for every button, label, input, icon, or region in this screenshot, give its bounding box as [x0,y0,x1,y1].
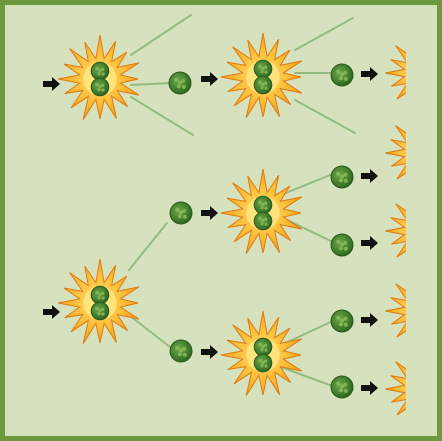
nucleus-icon [415,72,431,88]
arrow-icon [361,67,378,81]
nucleus-icon [415,58,431,74]
nucleus-icon [169,72,191,94]
nucleus-icon [254,60,272,78]
nucleus-icon [331,64,353,86]
neutron-trail [129,315,170,347]
nucleus-icon [91,78,109,96]
neutron-icon [331,64,353,86]
nucleus-icon [254,338,272,356]
neutron-trail [295,100,355,133]
nucleus-icon [415,310,431,326]
neutron-trail [131,97,193,135]
neutron-trail [131,83,171,85]
nucleus-icon [170,202,192,224]
arrow-icon [361,169,378,183]
neutron-icon [170,340,192,362]
nucleus-icon [254,212,272,230]
nucleus-icon [170,340,192,362]
neutron-trail [129,223,167,270]
neutron-icon [331,234,353,256]
nucleus-icon [91,286,109,304]
nucleus-icon [415,296,431,312]
arrow-icon [361,381,378,395]
nucleus-icon [415,152,431,168]
explosion-icon [221,33,302,118]
nucleus-icon [254,196,272,214]
nucleus-icon [91,62,109,80]
neutron-icon [331,166,353,188]
arrow-icon [201,345,218,359]
neutron-trail [281,367,335,387]
explosion-icon [385,113,437,189]
neutron-trail [281,173,335,195]
arrow-icon [201,72,218,86]
explosion-icon [58,35,139,120]
nucleus-icon [331,166,353,188]
neutron-icon [331,310,353,332]
explosion-icon [385,271,437,347]
explosion-icon [385,191,437,267]
diagram-canvas [5,5,437,436]
direction-arrows [43,67,378,395]
nucleus-icon [331,376,353,398]
nucleus-icon [254,354,272,372]
nucleus-icon [415,138,431,154]
nucleus-icon [415,374,431,390]
neutron-icon [170,202,192,224]
nucleus-icon [91,302,109,320]
explosion-icon [221,311,302,396]
arrow-icon [201,206,218,220]
nucleus-icon [254,76,272,94]
arrow-icon [43,77,60,91]
nucleus-icon [415,216,431,232]
arrow-icon [43,305,60,319]
nucleus-icon [331,310,353,332]
nucleus-icon [415,388,431,404]
explosion-icon [58,259,139,344]
arrow-icon [361,236,378,250]
arrow-icon [361,313,378,327]
explosion-icon [385,33,437,109]
fission-bursts [58,33,437,426]
neutron-trail [295,18,353,50]
nucleus-icon [415,230,431,246]
explosion-icon [385,349,437,425]
neutron-icon [331,376,353,398]
explosion-icon [221,169,302,254]
nucleus-icon [331,234,353,256]
neutron-icon [169,72,191,94]
neutron-trail [131,15,191,55]
